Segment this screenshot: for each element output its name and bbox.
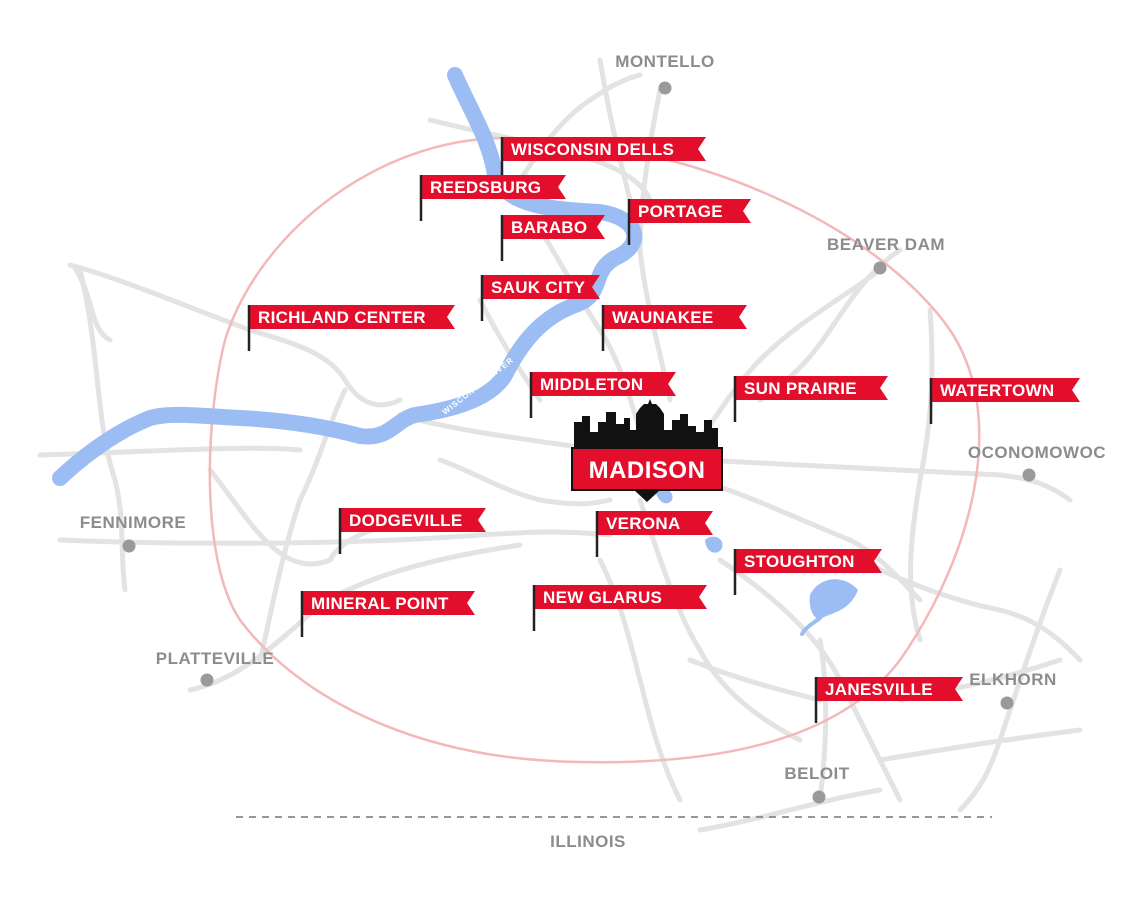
reference-city-label: FENNIMORE — [80, 513, 187, 532]
commute-radius-ring — [208, 136, 981, 764]
city-skyline-icon — [574, 399, 718, 452]
reference-city-elkhorn: ELKHORN — [969, 670, 1057, 710]
flag-banner — [735, 376, 888, 400]
flag-label: SUN PRAIRIE — [744, 379, 857, 398]
flag-watertown[interactable]: WATERTOWN — [929, 378, 1080, 424]
flag-mineral-point[interactable]: MINERAL POINT — [300, 591, 475, 637]
flag-richland-center[interactable]: RICHLAND CENTER — [247, 305, 455, 351]
reference-city-label: MONTELLO — [615, 52, 714, 71]
flag-verona[interactable]: VERONA — [595, 511, 713, 557]
city-dot-icon — [658, 81, 672, 95]
flag-middleton[interactable]: MIDDLETON — [529, 372, 676, 418]
flag-banner — [421, 175, 566, 199]
flag-banner — [534, 585, 707, 609]
flag-sauk-city[interactable]: SAUK CITY — [480, 275, 600, 321]
flag-stoughton[interactable]: STOUGHTON — [733, 549, 882, 595]
reference-city-label: BELOIT — [784, 764, 849, 783]
reference-city-beloit: BELOIT — [784, 764, 849, 804]
city-dot-icon — [873, 261, 887, 275]
flag-banner — [249, 305, 455, 329]
flag-waunakee[interactable]: WAUNAKEE — [601, 305, 747, 351]
city-dot-icon — [812, 790, 826, 804]
flag-label: VERONA — [606, 514, 681, 533]
flag-janesville[interactable]: JANESVILLE — [814, 677, 963, 723]
flag-banner — [340, 508, 486, 532]
city-dot-icon — [122, 539, 136, 553]
reference-city-label: OCONOMOWOC — [968, 443, 1106, 462]
flag-label: MINERAL POINT — [311, 594, 449, 613]
reference-city-label: ELKHORN — [969, 670, 1057, 689]
flag-barabo[interactable]: BARABO — [500, 215, 605, 261]
reference-city-montello: MONTELLO — [615, 52, 714, 95]
flag-banner — [735, 549, 882, 573]
madison-marker[interactable]: MADISON — [571, 399, 723, 502]
flag-label: WATERTOWN — [940, 381, 1054, 400]
flag-banner — [531, 372, 676, 396]
flag-reedsburg[interactable]: REEDSBURG — [419, 175, 566, 221]
reference-city-label: PLATTEVILLE — [156, 649, 275, 668]
flag-label: REEDSBURG — [430, 178, 541, 197]
flagged-cities: WISCONSIN DELLS REEDSBURG PORTAGE BARABO SAU… — [247, 137, 1080, 723]
reference-city-fennimore: FENNIMORE — [80, 513, 187, 553]
flag-wisconsin-dells[interactable]: WISCONSIN DELLS — [500, 137, 706, 183]
flag-label: DODGEVILLE — [349, 511, 463, 530]
flag-banner — [597, 511, 713, 535]
flag-banner — [482, 275, 600, 299]
flag-dodgeville[interactable]: DODGEVILLE — [338, 508, 486, 554]
city-dot-icon — [1022, 468, 1036, 482]
flag-label: RICHLAND CENTER — [258, 308, 426, 327]
reference-city-label: BEAVER DAM — [827, 235, 945, 254]
flag-label: STOUGHTON — [744, 552, 855, 571]
flag-banner — [931, 378, 1080, 402]
reference-city-beaver-dam: BEAVER DAM — [827, 235, 945, 275]
flag-banner — [603, 305, 747, 329]
flag-label: MIDDLETON — [540, 375, 643, 394]
city-dot-icon — [200, 673, 214, 687]
flag-banner — [629, 199, 751, 223]
madison-pointer — [634, 490, 660, 502]
flag-banner — [502, 137, 706, 161]
flag-label: SAUK CITY — [491, 278, 586, 297]
road-network — [37, 57, 1083, 833]
madison-label: MADISON — [589, 457, 706, 484]
madison-badge — [571, 447, 723, 491]
flag-label: WISCONSIN DELLS — [511, 140, 674, 159]
state-border-label: ILLINOIS — [550, 832, 626, 851]
flag-label: BARABO — [511, 218, 587, 237]
flag-label: PORTAGE — [638, 202, 723, 221]
lake-kegonsa — [809, 579, 858, 619]
reference-city-platteville: PLATTEVILLE — [156, 649, 275, 687]
flag-label: JANESVILLE — [825, 680, 933, 699]
flag-banner — [302, 591, 475, 615]
reference-city-oconomowoc: OCONOMOWOC — [968, 443, 1106, 482]
reference-cities: MONTELLO BEAVER DAM OCONOMOWOC FENNIMORE PLA… — [80, 52, 1106, 804]
flag-label: NEW GLARUS — [543, 588, 662, 607]
flag-banner — [816, 677, 963, 701]
lake-monona — [655, 488, 673, 504]
flag-banner — [502, 215, 605, 239]
wisconsin-river — [52, 67, 643, 486]
lake-waubesa — [705, 536, 723, 553]
water-features — [52, 67, 858, 636]
flag-sun-prairie[interactable]: SUN PRAIRIE — [733, 376, 888, 422]
flag-label: WAUNAKEE — [612, 308, 714, 327]
flag-new-glarus[interactable]: NEW GLARUS — [532, 585, 707, 631]
city-dot-icon — [1000, 696, 1014, 710]
flag-portage[interactable]: PORTAGE — [627, 199, 751, 245]
